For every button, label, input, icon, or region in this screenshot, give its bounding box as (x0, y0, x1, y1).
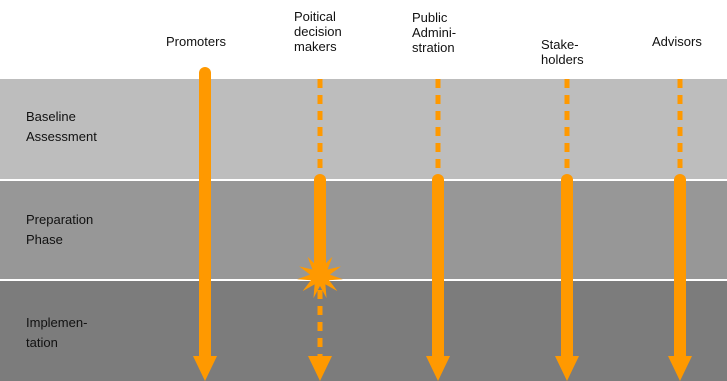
column-header-public-administration: Public Admini- stration (412, 10, 457, 55)
column-header-advisors: Advisors (652, 34, 702, 49)
arrow-head-icon (308, 356, 332, 381)
arrow-head-icon (426, 356, 450, 381)
arrow-head-icon (668, 356, 692, 381)
phase-separator (0, 179, 727, 181)
phase-band-preparation: Preparation Phase (0, 180, 727, 280)
burst-icon (297, 253, 343, 299)
phase-label-baseline: Baseline Assessment (26, 109, 97, 144)
phase-label-preparation: Preparation Phase (26, 212, 94, 247)
phase-separator (0, 279, 727, 281)
column-header-stakeholders: Stake- holders (541, 37, 584, 67)
arrow-head-icon (555, 356, 579, 381)
column-header-political-decision-makers: Poitical decision makers (294, 9, 342, 54)
phase-band-implementation: Implemen- tation (0, 280, 727, 381)
arrow-head-icon (193, 356, 217, 381)
column-header-promoters: Promoters (166, 34, 226, 49)
phase-band-baseline: Baseline Assessment (0, 79, 727, 180)
phase-label-implementation: Implemen- tation (26, 315, 88, 350)
